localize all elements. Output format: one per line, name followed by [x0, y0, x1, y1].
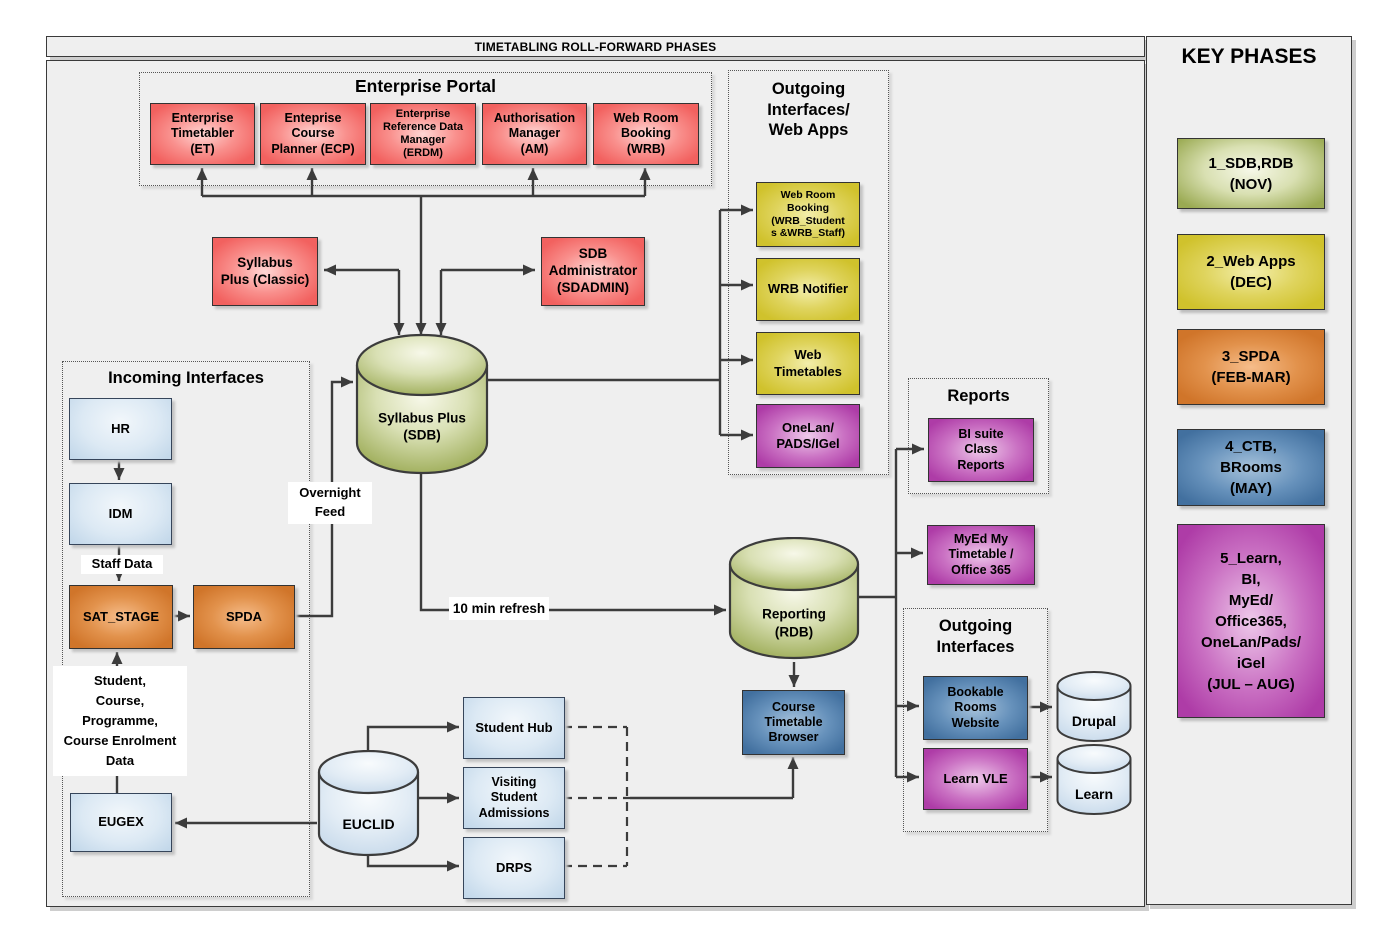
group-incoming-interfaces-title: Incoming Interfaces	[108, 369, 264, 387]
database-cylinder-icon	[1056, 744, 1132, 815]
node-euclid: EUCLID	[317, 750, 420, 857]
node-syllabus-plus-classic: Syllabus Plus (Classic)	[212, 237, 318, 306]
node-drps: DRPS	[463, 837, 565, 899]
node-bookable-rooms-website: Bookable Rooms Website	[923, 676, 1028, 740]
edge-label-student-course-data: Student, Course, Programme, Course Enrol…	[53, 666, 187, 776]
node-syllabus-plus-sdb: Syllabus Plus (SDB)	[355, 333, 489, 475]
diagram-title-bar: TIMETABLING ROLL-FORWARD PHASES	[46, 36, 1145, 57]
node-web-room-booking-app: Web Room Booking (WRB_Student s &WRB_Sta…	[756, 182, 860, 247]
node-drupal: Drupal	[1056, 671, 1132, 743]
edge-label-overnight-feed: Overnight Feed	[288, 482, 372, 524]
key-phases-title: KEY PHASES	[1181, 45, 1317, 68]
key-phase-2: 2_Web Apps (DEC)	[1177, 234, 1325, 310]
node-visiting-student-admissions: Visiting Student Admissions	[463, 767, 565, 829]
node-wrb-notifier: WRB Notifier	[756, 258, 860, 321]
key-phase-4: 4_CTB, BRooms (MAY)	[1177, 429, 1325, 506]
group-outgoing-interfaces-title: Outgoing Interfaces	[936, 617, 1015, 656]
node-idm: IDM	[69, 483, 172, 545]
group-reports-title: Reports	[947, 387, 1010, 405]
edge-label-10-min-refresh: 10 min refresh	[449, 597, 549, 620]
diagram-title: TIMETABLING ROLL-FORWARD PHASES	[474, 39, 717, 54]
database-cylinder-icon	[317, 750, 420, 857]
node-sdb-administrator: SDB Administrator (SDADMIN)	[541, 237, 645, 306]
node-sat-stage: SAT_STAGE	[69, 585, 173, 649]
node-syllabus-plus-sdb-label: Syllabus Plus (SDB)	[378, 410, 466, 443]
group-reports: Reports	[908, 378, 1049, 494]
key-phase-1: 1_SDB,RDB (NOV)	[1177, 138, 1325, 209]
node-learn: Learn	[1056, 744, 1132, 816]
group-outgoing-web-apps-title: Outgoing Interfaces/ Web Apps	[767, 80, 850, 140]
node-learn-label: Learn	[1074, 786, 1114, 803]
group-enterprise-portal-title: Enterprise Portal	[354, 76, 497, 96]
node-drupal-label: Drupal	[1071, 713, 1117, 730]
group-enterprise-portal: Enterprise Portal	[139, 72, 712, 186]
node-eugex: EUGEX	[70, 793, 172, 852]
database-cylinder-icon	[1056, 671, 1132, 742]
node-authorisation-manager: Authorisation Manager (AM)	[482, 103, 587, 165]
edge-label-staff-data: Staff Data	[81, 555, 163, 574]
node-learn-vle: Learn VLE	[923, 748, 1028, 810]
group-incoming-interfaces: Incoming Interfaces	[62, 361, 310, 897]
node-spda: SPDA	[193, 585, 295, 649]
node-bi-suite-class-reports: BI suite Class Reports	[928, 418, 1034, 482]
node-course-timetable-browser: Course Timetable Browser	[742, 690, 845, 755]
node-web-timetables: Web Timetables	[756, 332, 860, 395]
node-onelan-pads-igel: OneLan/ PADS/IGel	[756, 404, 860, 468]
key-phase-3: 3_SPDA (FEB-MAR)	[1177, 329, 1325, 405]
key-phase-5: 5_Learn, BI, MyEd/ Office365, OneLan/Pad…	[1177, 524, 1325, 718]
node-myed-my-timetable-office365: MyEd My Timetable / Office 365	[927, 525, 1035, 585]
group-outgoing-web-apps: Outgoing Interfaces/ Web Apps	[728, 70, 889, 475]
node-enterprise-timetabler: Enterprise Timetabler (ET)	[150, 103, 255, 165]
database-cylinder-icon	[355, 333, 489, 475]
node-hr: HR	[69, 398, 172, 460]
node-web-room-booking-wrb: Web Room Booking (WRB)	[593, 103, 699, 165]
node-student-hub: Student Hub	[463, 697, 565, 759]
group-outgoing-interfaces: Outgoing Interfaces	[903, 608, 1048, 832]
node-euclid-label: EUCLID	[342, 815, 395, 832]
node-reporting-rdb-label: Reporting (RDB)	[762, 606, 826, 640]
node-enterprise-reference-data-manager: Enterprise Reference Data Manager (ERDM)	[370, 103, 476, 165]
key-phases-panel: KEY PHASES 1_SDB,RDB (NOV) 2_Web Apps (D…	[1146, 36, 1352, 905]
node-reporting-rdb: Reporting (RDB)	[728, 537, 860, 660]
node-enterprise-course-planner: Enteprise Course Planner (ECP)	[260, 103, 366, 165]
database-cylinder-icon	[728, 537, 860, 660]
